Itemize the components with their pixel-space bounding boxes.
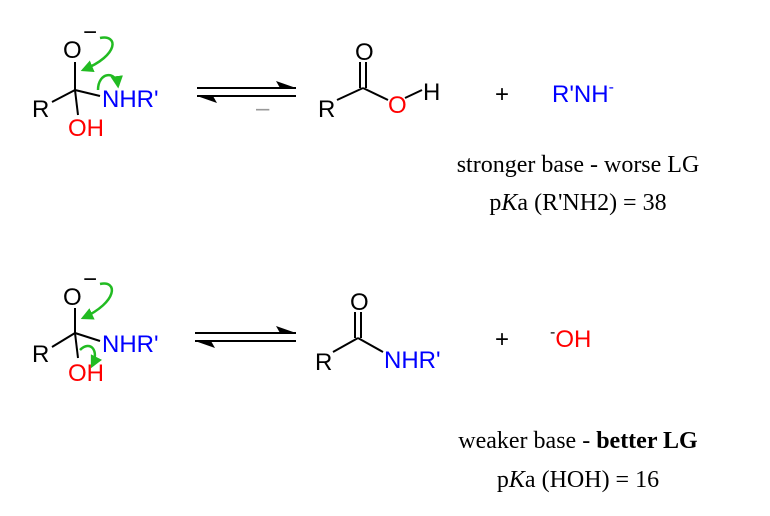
r-group: R <box>32 96 49 123</box>
hydroxyl-group: OH <box>68 360 104 387</box>
reaction-1: O − R NHR' OH – O R O H + R'NH- st <box>32 19 699 216</box>
equilibrium-minus-label: – <box>256 95 270 122</box>
equilibrium-arrows-icon <box>195 326 296 348</box>
carbonyl-oxygen: O <box>350 289 369 316</box>
hydroxyl-group: OH <box>68 115 104 142</box>
negative-charge: − <box>83 19 97 46</box>
curved-arrow-icon <box>80 36 114 73</box>
curved-arrow-icon <box>96 74 123 91</box>
reaction-2: O − R NHR' OH O R NHR' + -OH weaker base… <box>32 266 698 493</box>
caption-pka-water: pKa (HOH) = 16 <box>497 467 659 493</box>
plus-sign: + <box>495 326 509 353</box>
amide-product: O R NHR' <box>315 289 441 376</box>
hydroxyl-oxygen: O <box>388 92 407 119</box>
equilibrium-arrows-icon <box>197 81 296 103</box>
leaving-group-amide: R'NH- <box>552 79 614 108</box>
carbonyl-oxygen: O <box>355 39 374 66</box>
caption-stronger-base: stronger base - worse LG <box>457 152 700 178</box>
curved-arrow-icon <box>79 344 103 369</box>
alkoxide-oxygen: O <box>63 37 82 64</box>
curved-arrow-icon <box>80 282 114 320</box>
amine-group: NHR' <box>102 86 159 113</box>
plus-sign: + <box>495 81 509 108</box>
caption-pka-amine: pKa (R'NH2) = 38 <box>489 190 666 216</box>
negative-charge: − <box>83 266 97 293</box>
alkoxide-oxygen: O <box>63 284 82 311</box>
r-group: R <box>318 96 335 123</box>
amide-nitrogen: NHR' <box>384 347 441 374</box>
caption-weaker-base: weaker base - better LG <box>458 428 698 454</box>
r-group: R <box>315 349 332 376</box>
tetrahedral-intermediate-1: O − R NHR' OH <box>32 19 159 142</box>
tetrahedral-intermediate-2: O − R NHR' OH <box>32 266 159 387</box>
leaving-group-hydroxide: -OH <box>550 324 591 353</box>
r-group: R <box>32 341 49 368</box>
hydrogen: H <box>423 79 440 106</box>
carboxylic-acid: O R O H <box>318 39 440 123</box>
amine-group: NHR' <box>102 331 159 358</box>
